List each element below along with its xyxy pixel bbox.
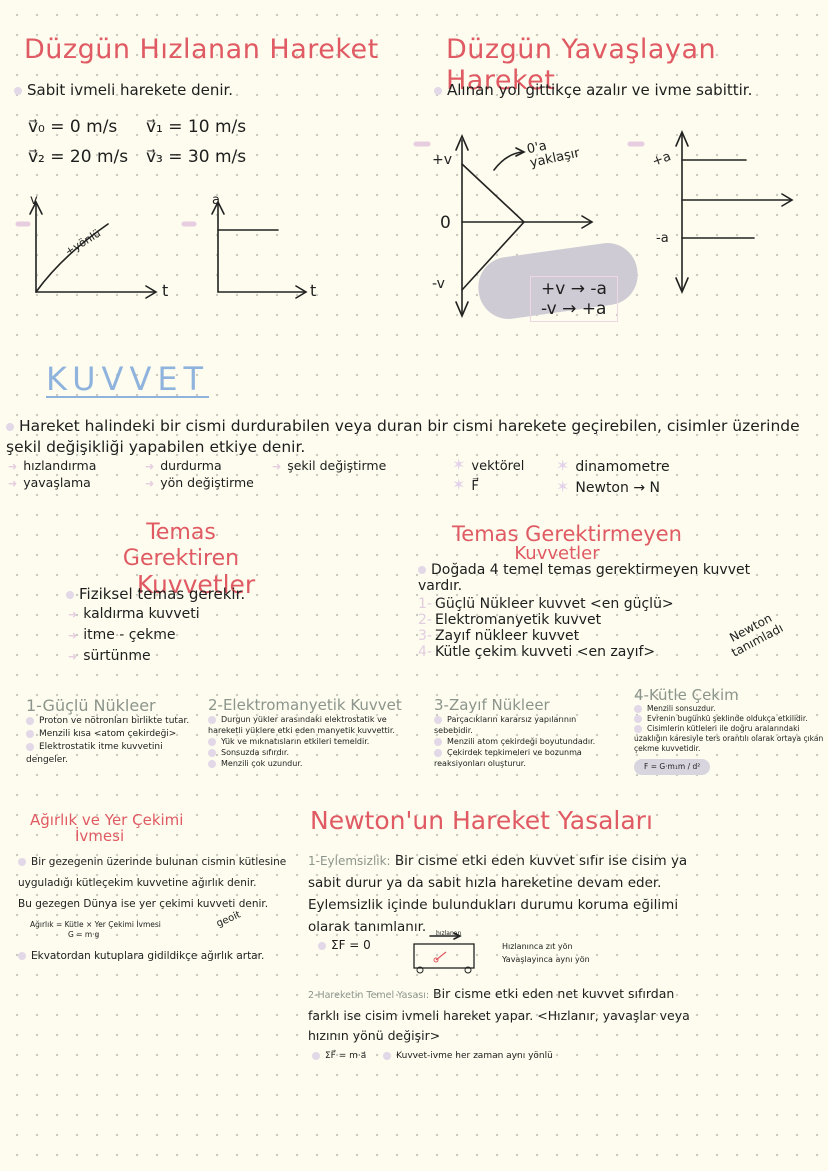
rule-line-1: +v → -a <box>541 279 607 299</box>
weight-title: Ağırlık ve Yer Çekimi İvmesi <box>30 811 184 845</box>
contact-force-item: itme - çekme <box>68 625 200 646</box>
prop-instrument: dinamometre <box>556 456 669 477</box>
law2-label: 2-Hareketin Temel Yasası: <box>308 990 430 1001</box>
noncontact-forces-definition: Doğada 4 temel temas gerektirmeyen kuvve… <box>418 562 798 594</box>
effects-col1: hızlandırma yavaşlama <box>8 458 96 492</box>
law1-block: 1-Eylemsizlik: Bir cisme etki eden kuvve… <box>308 850 703 938</box>
force-title: KUVVET <box>46 360 210 398</box>
noncontact-force-item: 3-Zayıf nükleer kuvvet <box>418 628 580 644</box>
effect-change-shape: şekil değiştirme <box>272 458 386 475</box>
law2-formula-row: ΣF⃗ = m·a⃗ Kuvvet-ivme her zaman aynı yö… <box>312 1050 553 1062</box>
noncontact-force-item: 1-Güçlü Nükleer kuvvet <en güçlü> <box>418 596 674 612</box>
svg-text:0: 0 <box>440 213 451 233</box>
contact-forces-definition: Fiziksel temas gerekir. <box>66 584 245 604</box>
force-props-col1: vektörel F⃗ <box>452 456 524 496</box>
detail-weak-nuclear: 3-Zayıf Nükleer Parçacıkların kararsız y… <box>434 696 614 769</box>
svg-text:+yönlü: +yönlü <box>63 227 103 259</box>
effect-slow-down: yavaşlama <box>8 475 96 492</box>
effects-col3: şekil değiştirme <box>272 458 386 475</box>
effect-stop: durdurma <box>145 458 254 475</box>
rule-line-2: -v → +a <box>541 299 607 319</box>
law1-formula: ΣF = 0 <box>318 938 371 953</box>
law1-text: Bir cisme etki eden kuvvet sıfır ise cis… <box>308 853 688 935</box>
uniform-accel-title: Düzgün Hızlanan Hareket <box>24 34 379 65</box>
law1-notes: Hızlanınca zıt yön Yavaşlayınca aynı yön <box>502 942 590 964</box>
weight-body: Bir gezegenin üzerinde bulunan cismin kü… <box>18 852 298 915</box>
detail-electromagnetic: 2-Elektromanyetik Kuvvet Durgun yükler a… <box>208 696 408 769</box>
decel-rule-box: +v → -a -v → +a <box>530 276 618 322</box>
noncontact-forces-list: 1-Güçlü Nükleer kuvvet <en güçlü> 2-Elek… <box>418 596 674 660</box>
law2-text: Bir cisme etki eden net kuvvet sıfırdan … <box>308 986 690 1043</box>
law1-label: 1-Eylemsizlik: <box>308 854 391 868</box>
contact-force-item: sürtünme <box>68 646 200 667</box>
newton-laws-title: Newton'un Hareket Yasaları <box>310 806 653 835</box>
contact-force-item: kaldırma kuvveti <box>68 604 199 625</box>
svg-text:a: a <box>212 193 220 208</box>
noncontact-force-item: 2-Elektromanyetik kuvvet <box>418 612 602 628</box>
law2-block: 2-Hareketin Temel Yasası: Bir cisme etki… <box>308 984 700 1046</box>
force-props-col2: dinamometre Newton → N <box>556 456 670 498</box>
svg-text:v: v <box>30 193 38 208</box>
weight-latitude-note: Ekvatordan kutuplara gidildikçe ağırlık … <box>18 950 264 962</box>
vt-graph-decel: +v 0 -v <box>413 133 594 319</box>
at-graph-accel: a t <box>181 193 316 300</box>
svg-text:-v: -v <box>432 276 445 292</box>
velocity-list: v⃗₀ = 0 m/s v⃗₁ = 10 m/s v⃗₂ = 20 m/s v⃗₃ … <box>28 112 288 172</box>
effects-col2: durdurma yön değiştirme <box>145 458 254 492</box>
velocity-v2: v⃗₁ = 10 m/s <box>146 117 247 137</box>
contact-forces-list: kaldırma kuvveti itme - çekme sürtünme <box>68 604 200 667</box>
detail-strong-nuclear: 1-Güçlü Nükleer Proton ve nötronları bir… <box>26 696 196 767</box>
detail-gravity: 4-Kütle Çekim Menzili sonsuzdur. Evrenin… <box>634 686 824 775</box>
uniform-decel-definition: Alınan yol gittikçe azalır ve ivme sabit… <box>434 80 752 100</box>
noncontact-forces-title: Temas Gerektirmeyen Kuvvetler <box>452 522 682 564</box>
prop-symbol: F⃗ <box>452 476 524 496</box>
effect-speed-up: hızlandırma <box>8 458 96 475</box>
prop-unit: Newton → N <box>556 477 670 498</box>
law2-formula: ΣF⃗ = m·a⃗ <box>312 1051 366 1061</box>
force-definition: Hareket halindeki bir cismi durdurabilen… <box>6 416 822 458</box>
velocity-v1: v⃗₂ = 20 m/s <box>28 147 129 167</box>
svg-text:t: t <box>162 281 168 300</box>
velocity-v3: v⃗₃ = 30 m/s <box>146 147 247 167</box>
gravity-formula: F = G·m₁m / d² <box>634 759 711 775</box>
svg-text:-a: -a <box>656 231 669 246</box>
newton-defined-note: Newton tanımladı <box>727 610 786 660</box>
svg-text:t: t <box>310 281 316 300</box>
svg-text:+a: +a <box>650 149 673 170</box>
uniform-accel-definition: Sabit ivmeli harekete denir. <box>14 80 233 100</box>
svg-text:+v: +v <box>432 152 452 168</box>
prop-vectorial: vektörel <box>452 456 524 476</box>
effect-change-direction: yön değiştirme <box>145 475 254 492</box>
vt-graph-accel: v t +yönlü <box>15 193 168 300</box>
noncontact-force-item: 4-Kütle çekim kuvveti <en zayıf> <box>418 644 656 660</box>
law2-note: Kuvvet-ivme her zaman aynı yönlü <box>383 1051 553 1061</box>
cart-label: hızlanan <box>436 930 462 937</box>
weight-formula: Ağırlık = Kütle × Yer Çekimi İvmesi G = … <box>30 920 161 939</box>
at-graph-decel: +a -a <box>627 129 794 295</box>
cart-diagram <box>413 932 475 974</box>
velocity-v0: v⃗₀ = 0 m/s <box>28 117 118 137</box>
